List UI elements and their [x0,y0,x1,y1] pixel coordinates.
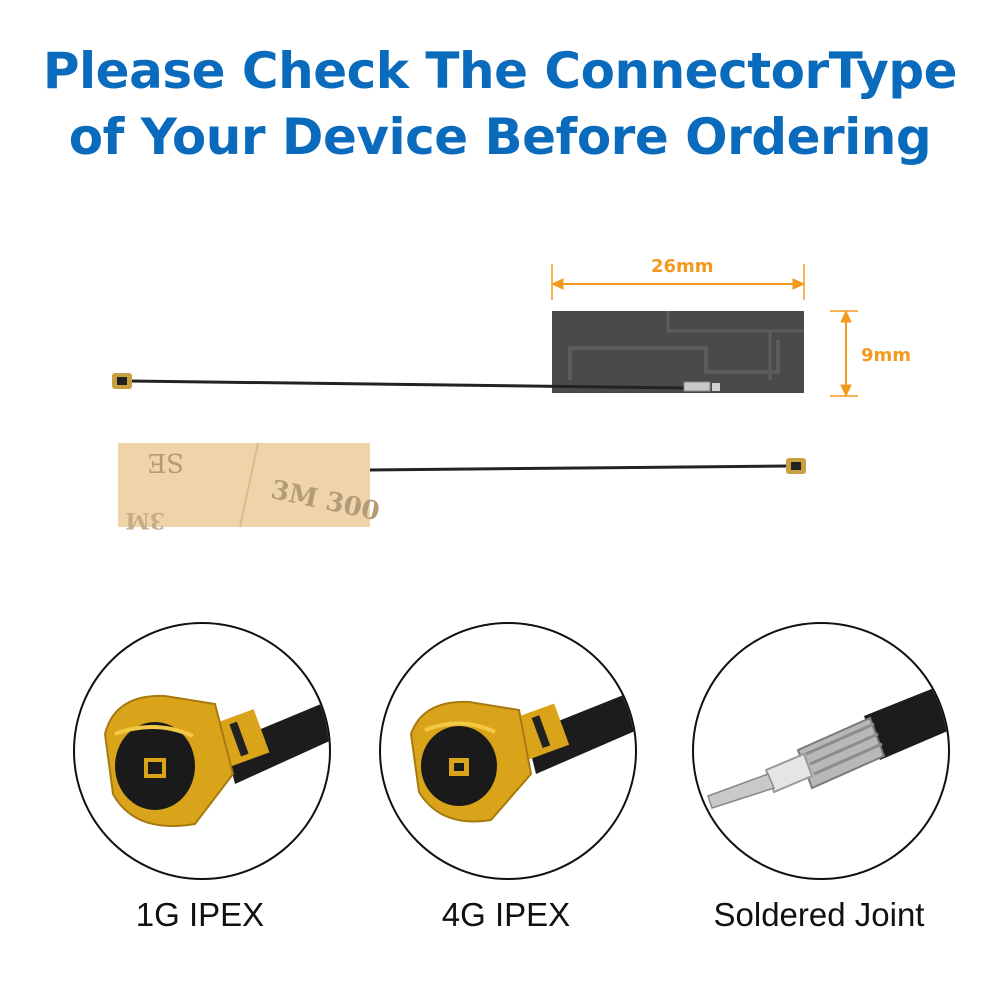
top-cable [129,379,689,390]
caption-1g-ipex: 1G IPEX [135,896,265,933]
soldered-joint-circle [692,622,950,880]
headline-line-2: of Your Device Before Ordering [68,108,932,166]
ipex-1g-connector-icon [103,694,329,827]
ipex-4g-circle [379,622,637,880]
headline-line-1: Please Check The ConnectorType [42,42,958,100]
width-dimension-label: 26mm [651,256,714,277]
tape-text-top: SE [147,447,184,477]
bottom-ipex-plug [786,458,806,474]
tape-text-mirror: 3M [125,507,165,533]
antenna-adhesive-back: SE 3M 300 3M [118,442,382,533]
caption-soldered-joint: Soldered Joint [713,896,925,933]
height-dimension-arrow [830,309,858,398]
height-dimension-label: 9mm [861,345,912,366]
antenna-illustration: SE 3M 300 3M [112,264,858,533]
caption-4g-ipex: 4G IPEX [441,896,571,933]
headline: Please Check The ConnectorType of Your D… [0,38,1000,170]
ipex-4g-connector-icon [409,690,635,823]
ipex-1g-circle [73,622,331,880]
width-dimension-arrow [550,264,806,300]
top-ipex-plug [112,373,132,389]
top-solder-point [683,381,720,392]
antenna-pcb-front [552,311,804,393]
soldered-joint-icon [707,682,948,809]
bottom-cable [369,464,791,472]
